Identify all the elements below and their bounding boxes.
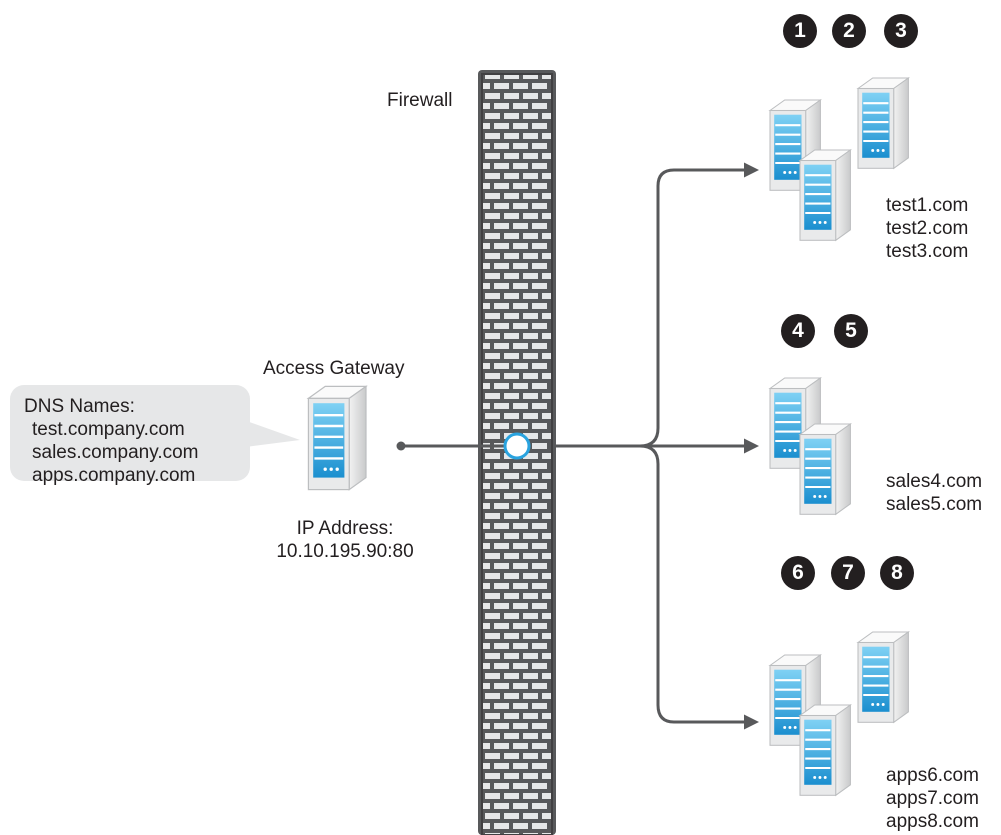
host-name: test1.com <box>886 195 969 216</box>
gateway-ip-value: 10.10.195.90:80 <box>276 541 414 562</box>
branch-connectors <box>556 162 759 730</box>
host-name: test2.com <box>886 218 969 239</box>
dns-callout-text: DNS Names: test.company.com sales.compan… <box>24 395 199 487</box>
server-group-2-hosts: sales4.com sales5.com <box>886 470 982 516</box>
dns-name-item: apps.company.com <box>32 465 196 486</box>
firewall-port <box>503 432 531 460</box>
dns-name-item: test.company.com <box>32 419 185 440</box>
gateway-link-dot <box>396 441 406 451</box>
host-name: sales5.com <box>886 494 983 515</box>
firewall-label: Firewall <box>387 90 453 111</box>
server-group-1-hosts: test1.com test2.com test3.com <box>886 194 968 263</box>
server-number-badge: 6 <box>781 556 815 590</box>
host-name: apps7.com <box>886 788 979 809</box>
gateway-ip-label: IP Address: <box>296 518 394 539</box>
server-number-badge: 2 <box>832 14 866 48</box>
server-number-badge: 4 <box>781 314 815 348</box>
server-number-badge: 1 <box>783 14 817 48</box>
access-gateway-server-icon <box>307 385 368 491</box>
host-name: sales4.com <box>886 471 983 492</box>
server-number-badge: 8 <box>880 556 914 590</box>
gateway-ip-block: IP Address: 10.10.195.90:80 <box>255 517 435 563</box>
host-name: apps6.com <box>886 765 979 786</box>
host-name: apps8.com <box>886 811 979 832</box>
dns-callout-title: DNS Names: <box>24 396 135 417</box>
server-number-badge: 7 <box>831 556 865 590</box>
access-gateway-title: Access Gateway <box>263 358 405 379</box>
server-group-3-hosts: apps6.com apps7.com apps8.com <box>886 764 979 833</box>
host-name: test3.com <box>886 241 969 262</box>
dns-callout <box>10 385 250 481</box>
server-group-2-icons <box>768 376 852 516</box>
server-number-badge: 3 <box>884 14 918 48</box>
server-number-badge: 5 <box>834 314 868 348</box>
dns-name-item: sales.company.com <box>32 442 199 463</box>
